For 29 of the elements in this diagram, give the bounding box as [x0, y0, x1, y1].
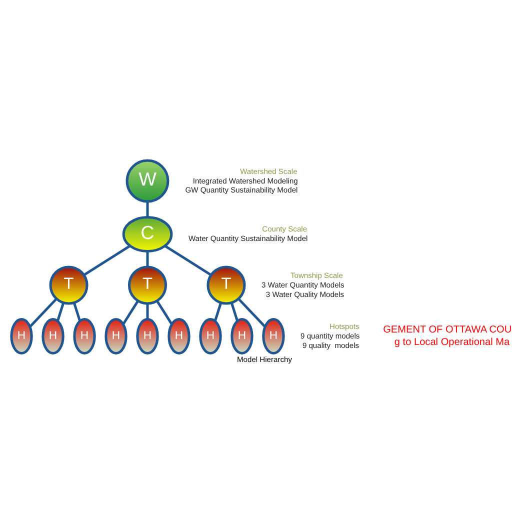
node-circle: W [126, 158, 170, 202]
connector [29, 298, 58, 328]
connector [156, 300, 173, 324]
connector [72, 302, 82, 321]
node-ellipse: H [199, 317, 222, 354]
connector [230, 302, 239, 321]
node-ellipse: H [42, 317, 64, 354]
node-ellipse: C [122, 215, 173, 252]
connector [146, 303, 149, 319]
connector [83, 244, 131, 276]
node-circle: T [128, 265, 168, 304]
node-ellipse: H [262, 317, 285, 354]
label: g to Local Operational Ma [394, 336, 510, 348]
node-ellipse: H [136, 317, 159, 354]
node-ellipse: H [73, 317, 96, 354]
node-circle: T [206, 265, 246, 304]
connector [146, 250, 149, 266]
connector [146, 201, 149, 217]
connector [238, 298, 266, 328]
node-ellipse: H [104, 317, 128, 354]
node-ellipse: H [230, 317, 254, 354]
connector [122, 300, 139, 324]
node-ellipse: H [168, 317, 190, 354]
node-ellipse: H [10, 317, 33, 354]
connector [56, 302, 65, 321]
connector [164, 244, 212, 276]
connector [214, 302, 222, 321]
label: GEMENT OF OTTAWA COU [383, 324, 512, 335]
node-circle: T [49, 265, 88, 304]
